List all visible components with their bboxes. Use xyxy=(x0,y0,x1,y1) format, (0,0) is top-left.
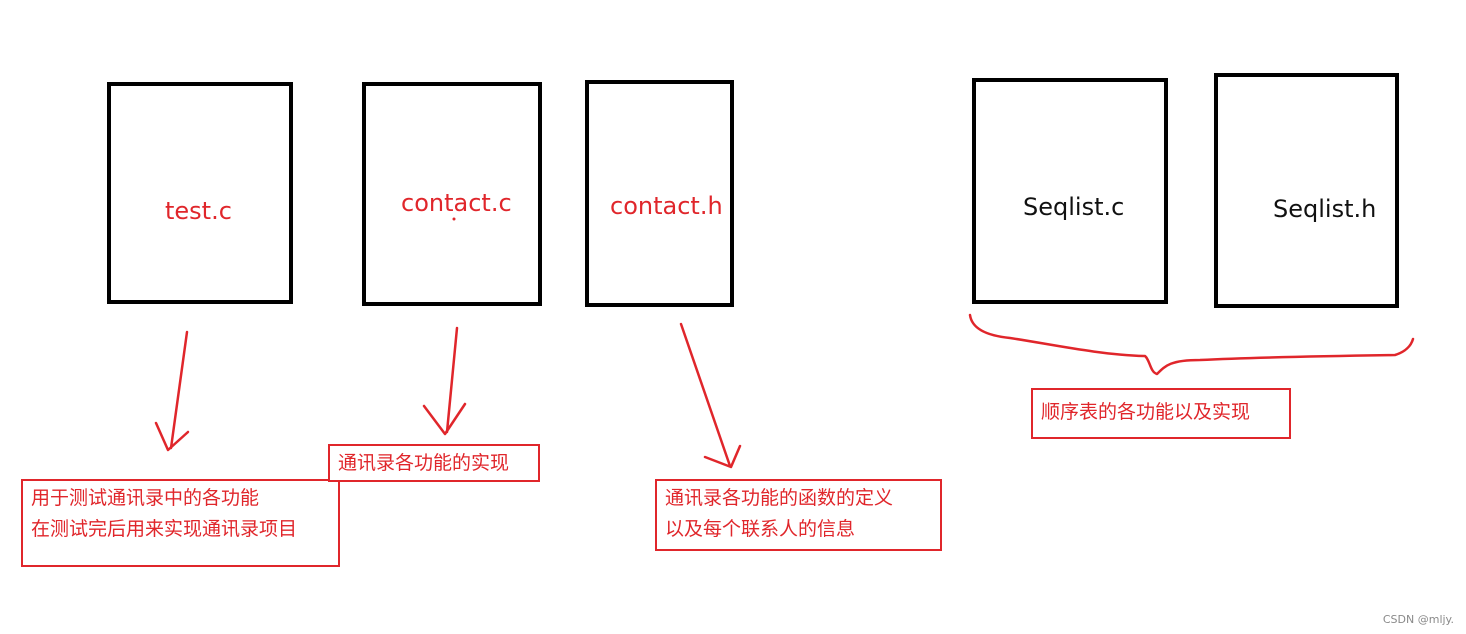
contact-h-label: contact.h xyxy=(610,192,723,220)
seqlist-h-file-box xyxy=(1214,73,1399,308)
test-c-note-line-1: 用于测试通讯录中的各功能 xyxy=(31,487,260,509)
contact-h-note: 通讯录各功能的函数的定义 以及每个联系人的信息 xyxy=(655,479,942,551)
seqlist-brace xyxy=(968,313,1415,376)
contact-c-arrow xyxy=(445,326,459,434)
seqlist-c-file-box xyxy=(972,78,1168,304)
contact-c-file-box xyxy=(362,82,542,306)
contact-c-note: 通讯录各功能的实现 xyxy=(328,444,540,482)
seqlist-note: 顺序表的各功能以及实现 xyxy=(1031,388,1291,439)
test-c-arrow xyxy=(169,330,189,450)
contact-h-note-line-1: 通讯录各功能的函数的定义 xyxy=(665,487,894,509)
contact-c-note-line-1: 通讯录各功能的实现 xyxy=(338,452,510,474)
test-c-file-box xyxy=(107,82,293,304)
contact-c-label: contact.c xyxy=(401,189,512,217)
contact-h-arrowhead xyxy=(703,444,742,469)
seqlist-note-line-1: 顺序表的各功能以及实现 xyxy=(1041,401,1251,423)
test-c-arrowhead xyxy=(154,421,190,452)
seqlist-h-label: Seqlist.h xyxy=(1273,195,1377,223)
test-c-note-line-2: 在测试完后用来实现通讯录项目 xyxy=(31,518,298,540)
csdn-watermark: CSDN @mljy. xyxy=(1382,613,1454,626)
contact-h-arrow xyxy=(679,322,732,468)
contact-h-note-line-2: 以及每个联系人的信息 xyxy=(665,518,856,540)
contact-h-file-box xyxy=(585,80,734,307)
seqlist-c-label: Seqlist.c xyxy=(1023,193,1125,221)
test-c-note: 用于测试通讯录中的各功能 在测试完后用来实现通讯录项目 xyxy=(21,479,340,567)
contact-c-arrowhead xyxy=(422,402,467,436)
test-c-label: test.c xyxy=(165,197,232,225)
